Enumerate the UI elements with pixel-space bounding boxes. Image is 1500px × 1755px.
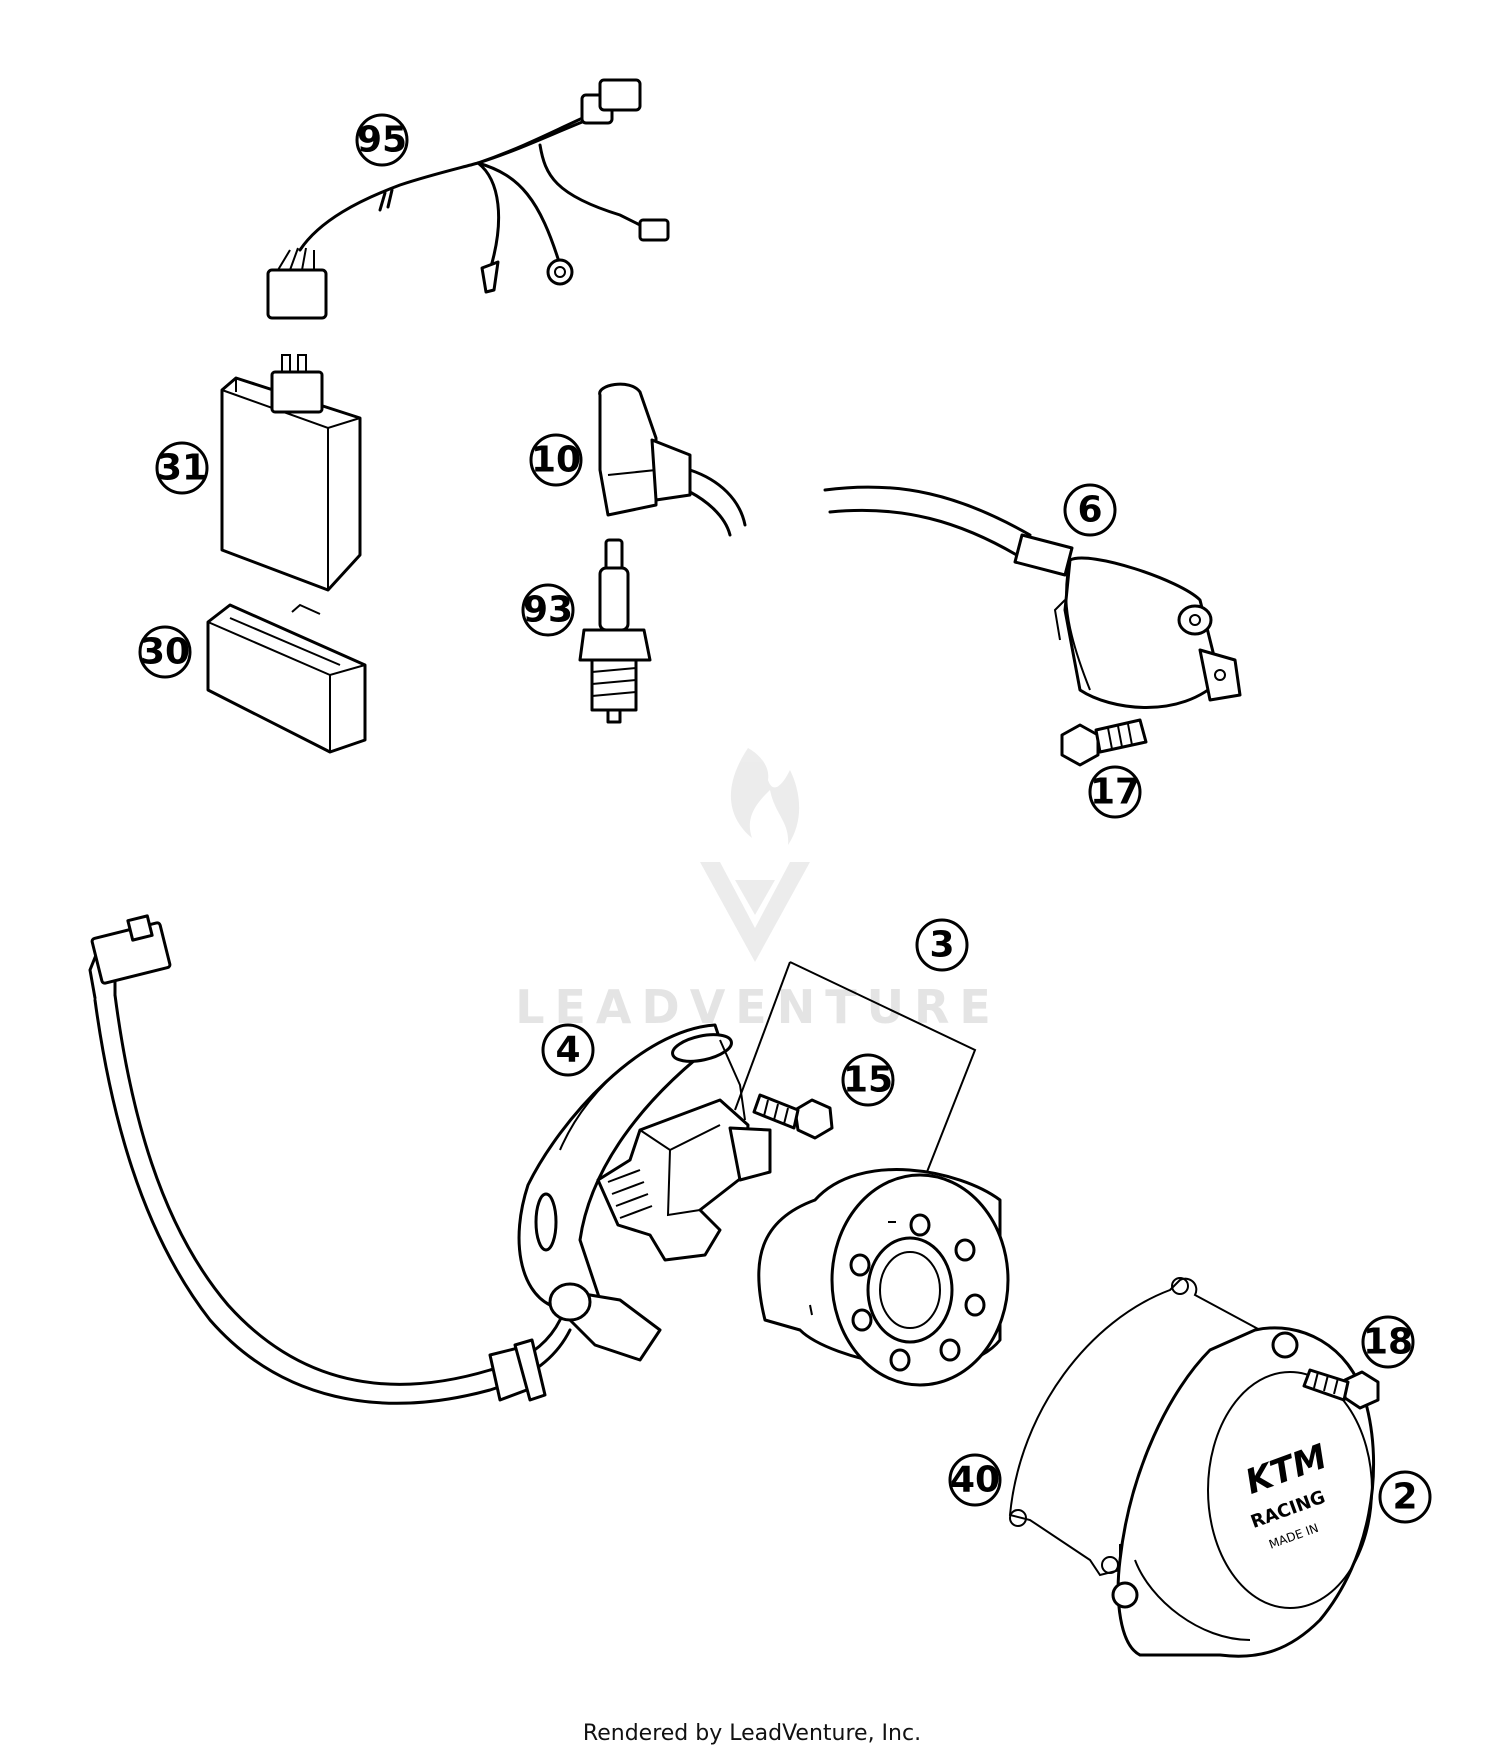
part-2-ignition-cover: KTM RACING MADE IN xyxy=(1111,1326,1375,1658)
part-17-bolt xyxy=(1060,718,1148,767)
part-4-stator xyxy=(517,1023,772,1362)
callout-17: 17 xyxy=(1088,765,1142,819)
callout-30: 30 xyxy=(138,625,192,679)
callout-31: 31 xyxy=(155,441,209,495)
part-93-spark-plug xyxy=(578,538,652,724)
part-30-cdi-holder xyxy=(206,603,367,754)
callout-label: 2 xyxy=(1392,1477,1417,1518)
part-3-flywheel xyxy=(734,961,1010,1387)
callout-15: 15 xyxy=(841,1053,895,1107)
callout-label: 4 xyxy=(555,1030,580,1071)
callout-2: 2 xyxy=(1378,1470,1432,1524)
callout-10: 10 xyxy=(529,433,583,487)
callout-3: 3 xyxy=(915,918,969,972)
callout-label: 10 xyxy=(531,440,581,481)
callout-40: 40 xyxy=(948,1453,1002,1507)
callout-label: 31 xyxy=(157,448,207,489)
part-10-spark-plug-cap xyxy=(598,382,747,537)
callout-label: 95 xyxy=(357,120,407,161)
watermark-text: LEADVENTURE xyxy=(515,980,1001,1034)
part-95-wiring-harness xyxy=(266,78,670,320)
part-18-bolt xyxy=(1302,1368,1380,1410)
callout-label: 17 xyxy=(1090,772,1140,813)
leadventure-watermark: LEADVENTURE xyxy=(515,748,1001,1034)
callout-18: 18 xyxy=(1361,1315,1415,1369)
callout-label: 3 xyxy=(929,925,954,966)
callout-93: 93 xyxy=(521,583,575,637)
callout-label: 40 xyxy=(950,1460,1000,1501)
part-6-ignition-coil xyxy=(823,485,1242,709)
callout-6: 6 xyxy=(1063,483,1117,537)
part-31-cdi-unit xyxy=(220,354,362,592)
callout-label: 30 xyxy=(140,632,190,673)
callout-95: 95 xyxy=(355,113,409,167)
callout-label: 18 xyxy=(1363,1322,1413,1363)
callout-label: 6 xyxy=(1077,490,1102,531)
callout-4: 4 xyxy=(541,1023,595,1077)
part-15-bolt xyxy=(752,1093,834,1140)
callout-label: 93 xyxy=(523,590,573,631)
stator-cable xyxy=(88,914,572,1405)
callout-label: 15 xyxy=(843,1060,893,1101)
rendered-by-footer: Rendered by LeadVenture, Inc. xyxy=(583,1721,921,1746)
